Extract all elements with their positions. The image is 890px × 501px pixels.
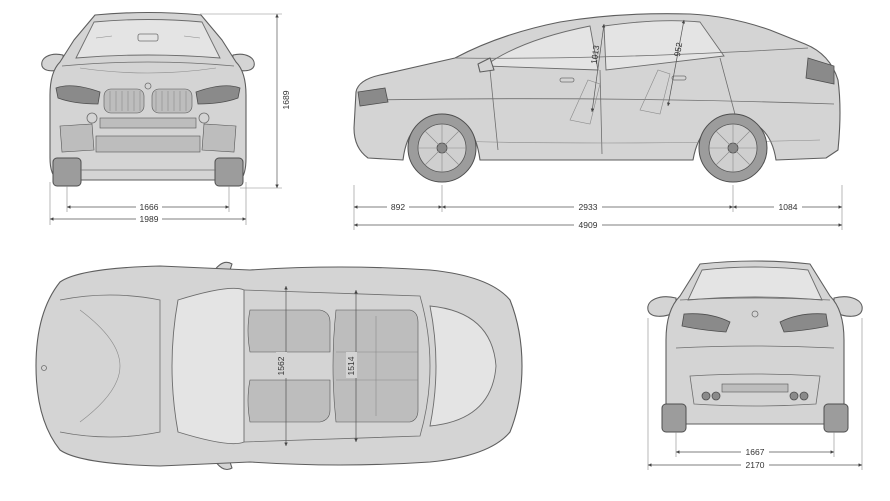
top-front-left-seat bbox=[247, 309, 331, 353]
length-label: 4909 bbox=[579, 220, 598, 230]
rear-exhaust-left-2 bbox=[711, 391, 721, 401]
front-headroom-label: 1013 bbox=[589, 44, 602, 64]
front-view: 1689 1666 1989 bbox=[41, 11, 291, 225]
rear-shoulder-label: 1514 bbox=[346, 356, 356, 375]
rear-diffuser-grille bbox=[721, 383, 789, 393]
rear-exhaust-right-1 bbox=[789, 391, 799, 401]
rear-view: 1667 2170 bbox=[647, 260, 863, 470]
top-view: 1562 1514 bbox=[35, 261, 523, 471]
rear-overhang-label: 1084 bbox=[779, 202, 798, 212]
front-right-tire bbox=[214, 157, 244, 187]
rear-exhaust-right-2 bbox=[799, 391, 809, 401]
rear-right-tire bbox=[823, 403, 849, 433]
rear-left-tire bbox=[661, 403, 687, 433]
front-badge-icon bbox=[144, 82, 152, 90]
rear-exhaust-left-1 bbox=[701, 391, 711, 401]
side-view: 1013 952 892 2933 1084 4909 bbox=[353, 13, 843, 230]
top-front-right-seat bbox=[247, 379, 331, 423]
side-headlight bbox=[357, 87, 389, 107]
front-left-air-intake bbox=[59, 123, 95, 153]
side-taillight bbox=[805, 57, 835, 85]
front-right-air-intake bbox=[201, 123, 237, 153]
front-track-label: 1666 bbox=[140, 202, 159, 212]
front-lower-intake bbox=[95, 135, 201, 153]
front-height-label: 1689 bbox=[281, 90, 291, 109]
front-left-headlight bbox=[55, 85, 101, 105]
front-overhang-label: 892 bbox=[391, 202, 405, 212]
side-front-window bbox=[483, 25, 599, 71]
top-badge-icon bbox=[41, 365, 47, 371]
front-upper-intake bbox=[99, 117, 197, 129]
top-windshield bbox=[171, 287, 245, 445]
front-right-headlight bbox=[195, 85, 241, 105]
front-headroom-dimension-line bbox=[590, 23, 606, 113]
front-windshield bbox=[75, 19, 221, 59]
front-left-tire bbox=[52, 157, 82, 187]
rear-width-label: 2170 bbox=[746, 460, 765, 470]
rear-headroom-label: 952 bbox=[672, 41, 684, 57]
wheelbase-label: 2933 bbox=[579, 202, 598, 212]
front-width-label: 1989 bbox=[140, 214, 159, 224]
top-rear-window bbox=[429, 305, 497, 427]
rear-right-taillight bbox=[779, 313, 829, 333]
rear-headroom-dimension-line bbox=[666, 19, 686, 107]
side-mirror bbox=[477, 57, 495, 73]
rear-track-label: 1667 bbox=[746, 447, 765, 457]
rear-window bbox=[687, 266, 823, 301]
rear-badge-icon bbox=[751, 310, 759, 318]
front-shoulder-label: 1562 bbox=[276, 356, 286, 375]
rear-left-taillight bbox=[681, 313, 731, 333]
